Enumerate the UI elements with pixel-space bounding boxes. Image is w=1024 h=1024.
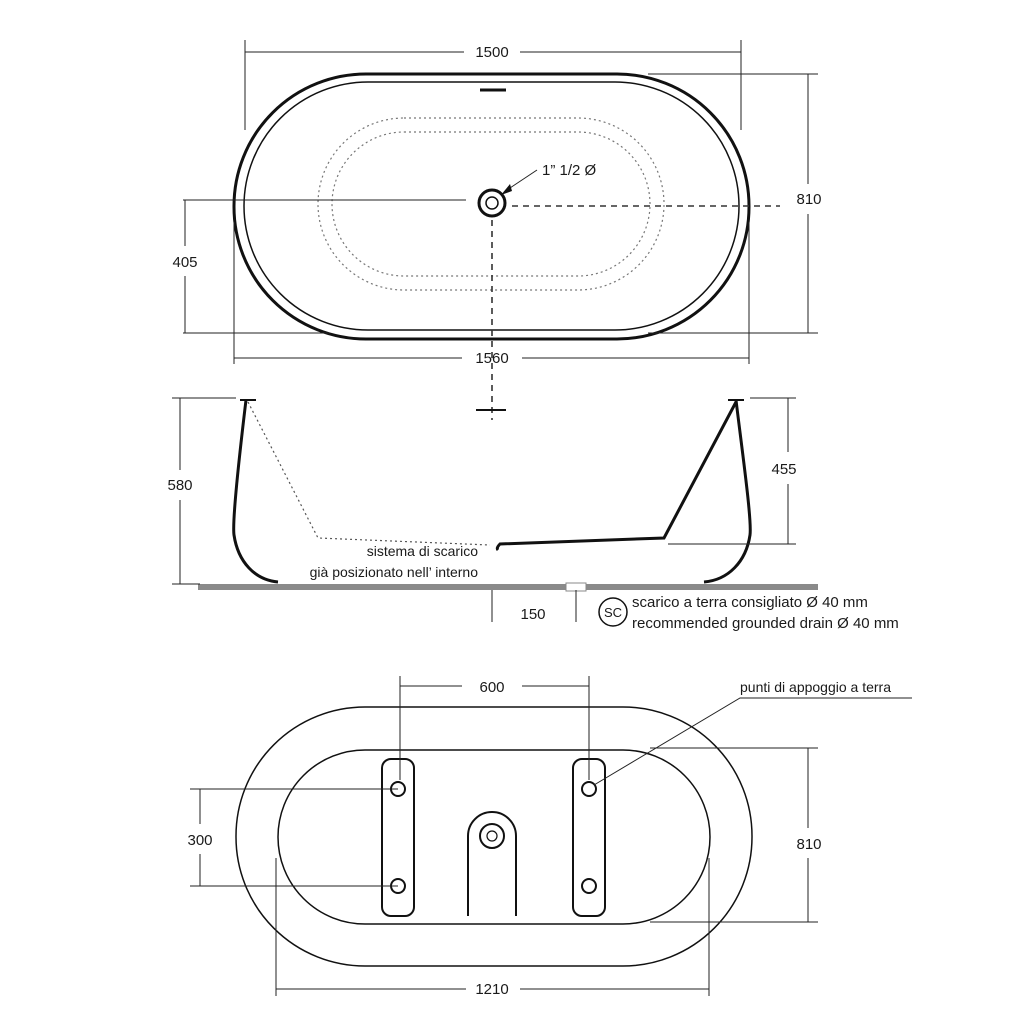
dim-base-1210: 1210: [475, 981, 508, 998]
drain-legend-en: recommended grounded drain Ø 40 mm: [632, 615, 899, 632]
support-point-icon: [581, 878, 597, 894]
base-outer: [235, 706, 753, 967]
drain-arrow-icon: [501, 184, 512, 195]
tub-hidden-contour: [247, 401, 491, 546]
floor-drain-slot: [565, 582, 587, 592]
dim-drain-150: 150: [520, 606, 545, 623]
base-inner: [277, 749, 711, 925]
support-points-leader: [593, 697, 912, 786]
sc-badge-label: SC: [604, 605, 622, 620]
support-foot-left: [381, 758, 415, 917]
tub-left-wall: [232, 399, 279, 584]
top-view: 1” 1/2 Ø 1500 810 405 1560: [172, 40, 822, 420]
side-view: sistema di scarico già posizionato nell’…: [167, 397, 899, 632]
drain-legend-it: scarico a terra consigliato Ø 40 mm: [632, 594, 868, 611]
drain-bottom-inner-icon: [486, 830, 498, 842]
drain-housing: [467, 811, 517, 916]
dim-base-810: 810: [796, 836, 821, 853]
dim-center-405: 405: [172, 254, 197, 271]
drain-size-label: 1” 1/2 Ø: [542, 162, 597, 179]
drain-outer-icon: [477, 188, 507, 218]
tub-inner-section: [495, 401, 738, 552]
support-point-icon: [581, 781, 597, 797]
drain-note-line1: sistema di scarico: [367, 543, 478, 559]
dim-support-600: 600: [479, 679, 504, 696]
bottom-view: 600 punti di appoggio a terra 300 810 12…: [187, 676, 912, 998]
support-points-label: punti di appoggio a terra: [740, 679, 891, 695]
drain-inner-icon: [485, 196, 499, 210]
dim-foot-300: 300: [187, 832, 212, 849]
sc-badge-icon: [598, 597, 628, 627]
floor: [198, 584, 818, 590]
dim-width-1500: 1500: [475, 44, 508, 61]
drain-note-line2: già posizionato nell’ interno: [310, 564, 479, 580]
basin-contour-outer: [317, 117, 665, 291]
basin-contour-inner: [331, 131, 651, 277]
dim-width-1560: 1560: [475, 350, 508, 367]
dim-height-580: 580: [167, 477, 192, 494]
tub-right-wall: [703, 399, 752, 584]
drain-bottom-icon: [479, 823, 505, 849]
dim-depth-455: 455: [771, 461, 796, 478]
dim-height-810: 810: [796, 191, 821, 208]
